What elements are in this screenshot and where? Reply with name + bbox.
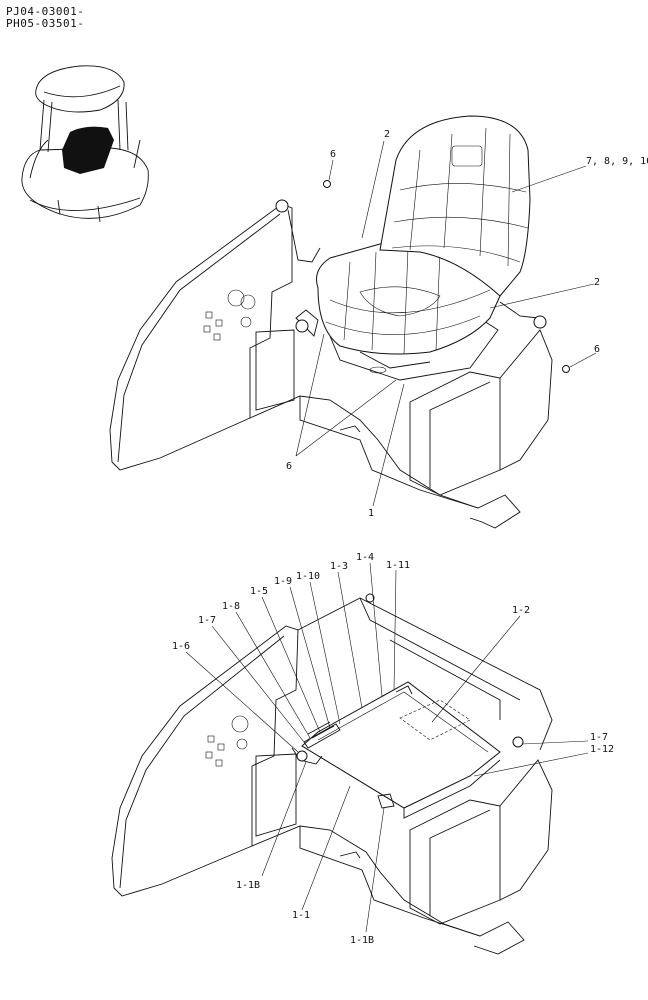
bottom-callouts: 1-4 1-10 1-3 1-11 1-9 1-5 1-8 1-2 1-7 1-…: [172, 552, 614, 946]
top-callouts: 2 6 7, 8, 9, 10 2 6 6 1: [286, 129, 648, 519]
callout-6-upper: 6: [330, 149, 336, 160]
callout-1-9: 1-9: [274, 576, 292, 587]
callout-1-3: 1-3: [330, 561, 348, 572]
top-leader-lines: [295, 140, 597, 507]
callout-1-1: 1-1: [292, 910, 310, 921]
callout-1-11: 1-11: [386, 560, 410, 571]
locator-thumbnail: [21, 65, 149, 223]
model-code-line-1: PJ04-03001-: [6, 5, 85, 18]
callout-1-8: 1-8: [222, 601, 240, 612]
callout-2-upper: 2: [384, 129, 390, 140]
top-seat-assembly: [109, 115, 570, 529]
callout-1-1b-bottom: 1-1B: [350, 935, 374, 946]
bottom-leader-lines: [185, 562, 589, 933]
callout-1-7-right: 1-7: [590, 732, 608, 743]
callout-1-7-left: 1-7: [198, 615, 216, 626]
callout-1-12: 1-12: [590, 744, 614, 755]
callout-6-lower: 6: [286, 461, 292, 472]
callout-1-4: 1-4: [356, 552, 374, 563]
callout-1-1b-left: 1-1B: [236, 880, 260, 891]
bottom-mount-assembly: [111, 593, 553, 955]
callout-1: 1: [368, 508, 374, 519]
callout-1-10: 1-10: [296, 571, 320, 582]
callout-1-6: 1-6: [172, 641, 190, 652]
callout-1-5: 1-5: [250, 586, 268, 597]
callout-6-right: 6: [594, 344, 600, 355]
callout-2-right: 2: [594, 277, 600, 288]
callout-1-2: 1-2: [512, 605, 530, 616]
callout-7-8-9-10: 7, 8, 9, 10: [586, 156, 648, 167]
model-code-line-2: PH05-03501-: [6, 17, 85, 30]
